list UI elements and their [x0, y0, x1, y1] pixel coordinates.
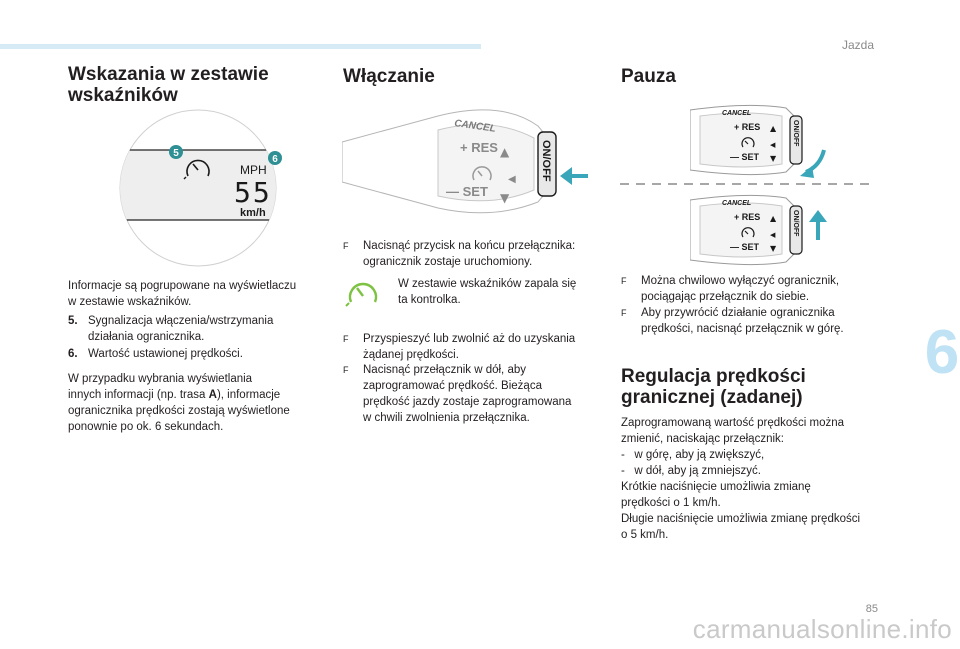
cluster-unit-bottom: km/h	[240, 207, 266, 219]
figure-divider	[620, 183, 874, 185]
down-triangle-icon: ▼	[770, 154, 777, 163]
lever-pull-figure: CANCEL + RES ▲ ◀ — SET ▼ ON/OFF	[690, 104, 826, 178]
cluster-unit-top: MPH	[240, 163, 267, 177]
instrument-cluster-figure: MPH 55 km/h 5 6	[119, 109, 282, 267]
col3-regulation-text: Zaprogramowaną wartość prędkości można z…	[621, 417, 861, 541]
pause2-gauge-icon	[741, 227, 755, 238]
col2-bullet-2: F Przyspieszyć lub zwolnić aż do uzyskan…	[343, 333, 576, 361]
header-bar	[0, 44, 481, 49]
up-triangle-icon: ▲	[770, 214, 777, 223]
indicator-text: W zestawie wskaźników zapala się ta kont…	[398, 278, 577, 306]
col3-bullet-1: F Można chwilowo wyłączyć ogranicznik, p…	[621, 275, 840, 303]
lever-push-up-figure: CANCEL + RES ▲ ◀ — SET ▼ ON/OFF	[690, 194, 827, 266]
col2-bullet-1: F Nacisnąć przycisk na końcu przełącznik…	[343, 240, 576, 268]
callout-5-label: 5	[173, 148, 179, 159]
svg-text:— SET: — SET	[730, 242, 760, 252]
col3-bullet-2: F Aby przywrócić działanie ogranicznika …	[621, 307, 844, 335]
lever-res-label: + RES	[460, 140, 498, 155]
limiter-indicator-icon	[345, 282, 378, 307]
col1-title: Wskazania w zestawie wskaźników	[68, 64, 269, 106]
list-item-5: 5. Sygnalizacja włączenia/wstrzymania dz…	[68, 315, 274, 343]
col1-intro: Informacje są pogrupowane na wyświetlacz…	[68, 280, 297, 308]
col3-title: Pauza	[621, 66, 676, 87]
lever-set-label: — SET	[446, 184, 488, 199]
lever-gauge-icon	[472, 166, 492, 181]
lever-onoff-figure: CANCEL + RES ▲ ◀ — SET ▼ ON/OFF	[342, 109, 588, 214]
svg-text:ON/OFF: ON/OFF	[792, 120, 799, 147]
callout-6-label: 6	[272, 154, 278, 165]
pause1-cancel-label: CANCEL	[722, 110, 751, 117]
svg-text:— SET: — SET	[730, 152, 760, 162]
chapter-number: 6	[924, 318, 960, 387]
lever-onoff-label: ON/OFF	[540, 140, 552, 182]
col2-bullet-3: F Nacisnąć przełącznik w dół, aby zaprog…	[343, 364, 572, 424]
col3-title-2: Regulacja prędkości granicznej (zadanej)	[621, 366, 806, 408]
col2-title: Włączanie	[343, 66, 435, 87]
svg-text:ON/OFF: ON/OFF	[792, 210, 799, 237]
pause1-gauge-icon	[741, 137, 755, 148]
left-triangle-icon: ◀	[770, 231, 776, 239]
list-item-6: 6. Wartość ustawionej prędkości.	[68, 348, 243, 360]
press-arrow-icon	[560, 167, 572, 185]
down-triangle-icon: ▼	[770, 244, 777, 253]
callout-6	[268, 151, 282, 165]
svg-text:+ RES: + RES	[734, 122, 760, 132]
pull-arrow-icon	[800, 166, 814, 178]
page-number: 85	[865, 603, 878, 615]
left-triangle-icon: ◀	[770, 141, 776, 149]
watermark: carmanualsonline.info	[692, 614, 952, 644]
left-triangle-icon: ◀	[508, 174, 516, 185]
callout-5	[169, 145, 183, 159]
limiter-gauge-icon	[183, 159, 210, 180]
push-up-arrow-icon	[809, 210, 827, 222]
down-triangle-icon: ▼	[500, 191, 510, 205]
pause2-cancel-label: CANCEL	[722, 200, 751, 207]
up-triangle-icon: ▲	[500, 145, 510, 159]
section-title: Jazda	[841, 38, 874, 52]
up-triangle-icon: ▲	[770, 124, 777, 133]
cluster-speed: 55	[234, 176, 272, 209]
svg-text:+ RES: + RES	[734, 212, 760, 222]
col1-paragraph: W przypadku wybrania wyświetlania innych…	[68, 373, 290, 433]
